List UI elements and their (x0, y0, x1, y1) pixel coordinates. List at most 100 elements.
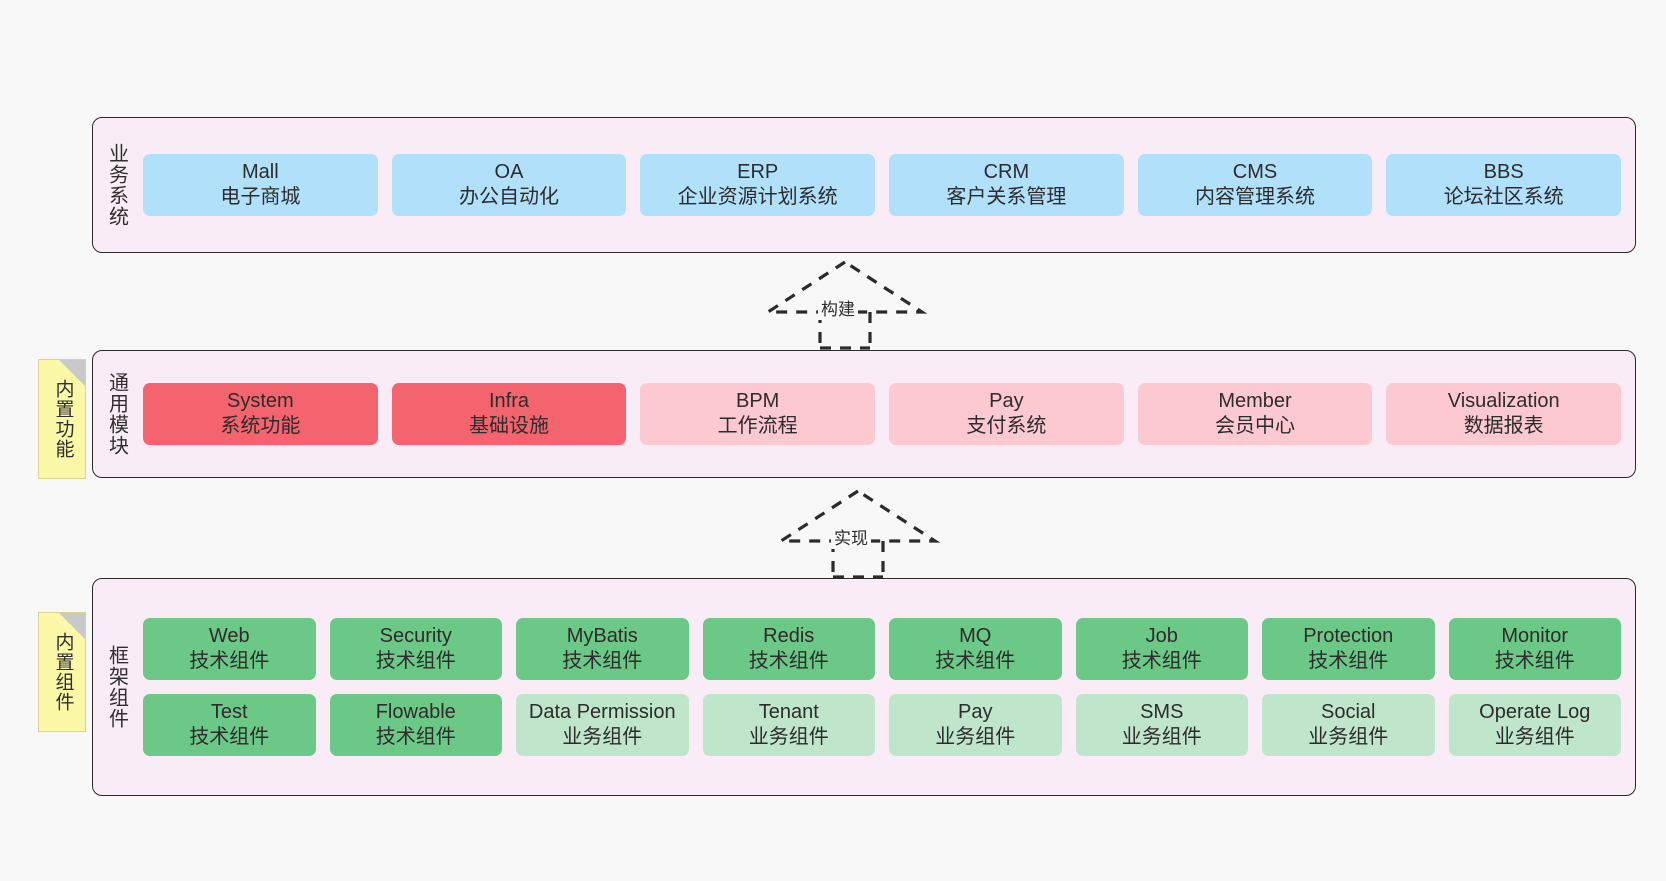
layer-common-modules: 通用模块 System 系统功能 Infra 基础设施 BPM 工作流程 Pay… (92, 350, 1636, 478)
node-name: Flowable (375, 701, 456, 723)
node-desc: 办公自动化 (459, 186, 559, 208)
connector-implement-label: 实现 (831, 524, 871, 549)
node-desc: 客户关系管理 (946, 186, 1067, 208)
layer-row: Test 技术组件 Flowable 技术组件 Data Permission … (143, 694, 1621, 757)
node-name: Redis (763, 624, 815, 647)
note-builtin-features: 内置功能 (38, 359, 86, 479)
node-desc: 基础设施 (469, 415, 549, 437)
layer-framework-components: 框架组件 Web 技术组件 Security 技术组件 MyBatis 技术组件… (92, 578, 1636, 796)
node-name: BBS (1483, 160, 1524, 183)
node-tenant[interactable]: Tenant 业务组件 (702, 694, 875, 757)
node-web[interactable]: Web 技术组件 (143, 617, 316, 680)
layer-body-common-modules: System 系统功能 Infra 基础设施 BPM 工作流程 Pay 支付系统… (139, 351, 1635, 477)
node-name: Operate Log (1479, 701, 1591, 723)
layer-title-business-systems: 业务系统 (105, 143, 128, 227)
node-desc: 电子商城 (220, 186, 301, 208)
node-name: CRM (983, 160, 1030, 183)
node-desc: 技术组件 (935, 649, 1016, 672)
node-test[interactable]: Test 技术组件 (143, 694, 316, 757)
node-redis[interactable]: Redis 技术组件 (702, 617, 875, 680)
node-mall[interactable]: Mall 电子商城 (143, 153, 378, 217)
node-social[interactable]: Social 业务组件 (1262, 694, 1435, 757)
layer-business-systems: 业务系统 Mall 电子商城 OA 办公自动化 ERP 企业资源计划系统 CRM… (92, 117, 1636, 253)
node-name: BPM (736, 389, 780, 412)
node-name: ERP (737, 160, 779, 183)
node-desc: 业务组件 (748, 726, 829, 749)
layer-row: Mall 电子商城 OA 办公自动化 ERP 企业资源计划系统 CRM 客户关系… (143, 153, 1622, 217)
node-system[interactable]: System 系统功能 (143, 382, 378, 446)
node-name: Visualization (1447, 389, 1560, 412)
layer-row: System 系统功能 Infra 基础设施 BPM 工作流程 Pay 支付系统… (143, 382, 1622, 446)
node-name: Data Permission (528, 701, 676, 723)
layer-title-common-modules: 通用模块 (105, 372, 128, 456)
node-name: CMS (1232, 160, 1278, 183)
note-builtin-components: 内置组件 (38, 612, 86, 732)
node-name: Monitor (1501, 624, 1569, 647)
node-desc: 业务组件 (1121, 726, 1202, 749)
node-visualization[interactable]: Visualization 数据报表 (1386, 382, 1622, 446)
node-desc: 会员中心 (1215, 415, 1296, 437)
node-infra[interactable]: Infra 基础设施 (391, 382, 627, 446)
node-desc: 业务组件 (562, 726, 643, 749)
node-pay[interactable]: Pay 支付系统 (889, 382, 1124, 446)
node-desc: 技术组件 (375, 726, 456, 749)
node-monitor[interactable]: Monitor 技术组件 (1448, 617, 1621, 680)
node-mybatis[interactable]: MyBatis 技术组件 (516, 617, 689, 680)
node-desc: 数据报表 (1463, 415, 1544, 437)
node-sms[interactable]: SMS 业务组件 (1075, 694, 1248, 757)
node-desc: 系统功能 (220, 415, 301, 437)
node-desc: 技术组件 (189, 649, 270, 672)
layer-title-framework-components: 框架组件 (105, 645, 128, 729)
layer-row: Web 技术组件 Security 技术组件 MyBatis 技术组件 Redi… (143, 617, 1621, 680)
node-desc: 技术组件 (375, 649, 456, 672)
node-desc: 业务组件 (935, 726, 1016, 749)
layer-body-framework-components: Web 技术组件 Security 技术组件 MyBatis 技术组件 Redi… (139, 579, 1635, 795)
node-desc: 技术组件 (1494, 649, 1575, 672)
node-data-permission[interactable]: Data Permission 业务组件 (516, 694, 689, 757)
node-name: OA (494, 160, 524, 183)
node-name: Protection (1303, 624, 1394, 647)
node-desc: 内容管理系统 (1195, 186, 1316, 208)
node-crm[interactable]: CRM 客户关系管理 (889, 153, 1124, 217)
node-name: SMS (1140, 701, 1184, 723)
node-name: Pay (989, 389, 1024, 412)
node-desc: 技术组件 (189, 726, 270, 749)
node-erp[interactable]: ERP 企业资源计划系统 (640, 153, 876, 217)
connector-implement: 实现 (773, 487, 943, 579)
node-flowable[interactable]: Flowable 技术组件 (329, 694, 502, 757)
node-name: Security (379, 624, 452, 647)
node-name: Web (208, 624, 250, 647)
node-name: Member (1218, 389, 1292, 412)
node-pay-business[interactable]: Pay 业务组件 (889, 694, 1062, 757)
node-desc: 论坛社区系统 (1443, 186, 1564, 208)
node-operate-log[interactable]: Operate Log 业务组件 (1448, 694, 1621, 757)
node-desc: 支付系统 (966, 415, 1047, 437)
node-name: Job (1145, 624, 1178, 647)
node-name: MyBatis (566, 624, 638, 647)
node-name: Infra (488, 389, 530, 412)
node-security[interactable]: Security 技术组件 (329, 617, 502, 680)
connector-build-label: 构建 (818, 295, 858, 320)
note-label: 内置组件 (52, 632, 74, 712)
note-label: 内置功能 (52, 379, 74, 459)
node-bbs[interactable]: BBS 论坛社区系统 (1386, 153, 1622, 217)
node-desc: 业务组件 (1494, 726, 1575, 749)
layer-body-business-systems: Mall 电子商城 OA 办公自动化 ERP 企业资源计划系统 CRM 客户关系… (139, 118, 1635, 252)
node-name: Pay (958, 701, 993, 723)
node-cms[interactable]: CMS 内容管理系统 (1137, 153, 1373, 217)
node-name: System (226, 389, 294, 412)
node-bpm[interactable]: BPM 工作流程 (640, 382, 876, 446)
node-job[interactable]: Job 技术组件 (1075, 617, 1248, 680)
node-desc: 技术组件 (748, 649, 829, 672)
node-protection[interactable]: Protection 技术组件 (1262, 617, 1435, 680)
node-desc: 技术组件 (562, 649, 643, 672)
node-desc: 技术组件 (1308, 649, 1389, 672)
node-desc: 工作流程 (717, 415, 798, 437)
node-name: Social (1321, 701, 1376, 723)
node-member[interactable]: Member 会员中心 (1137, 382, 1373, 446)
node-oa[interactable]: OA 办公自动化 (391, 153, 627, 217)
node-mq[interactable]: MQ 技术组件 (889, 617, 1062, 680)
connector-build: 构建 (760, 258, 930, 350)
node-desc: 技术组件 (1121, 649, 1202, 672)
